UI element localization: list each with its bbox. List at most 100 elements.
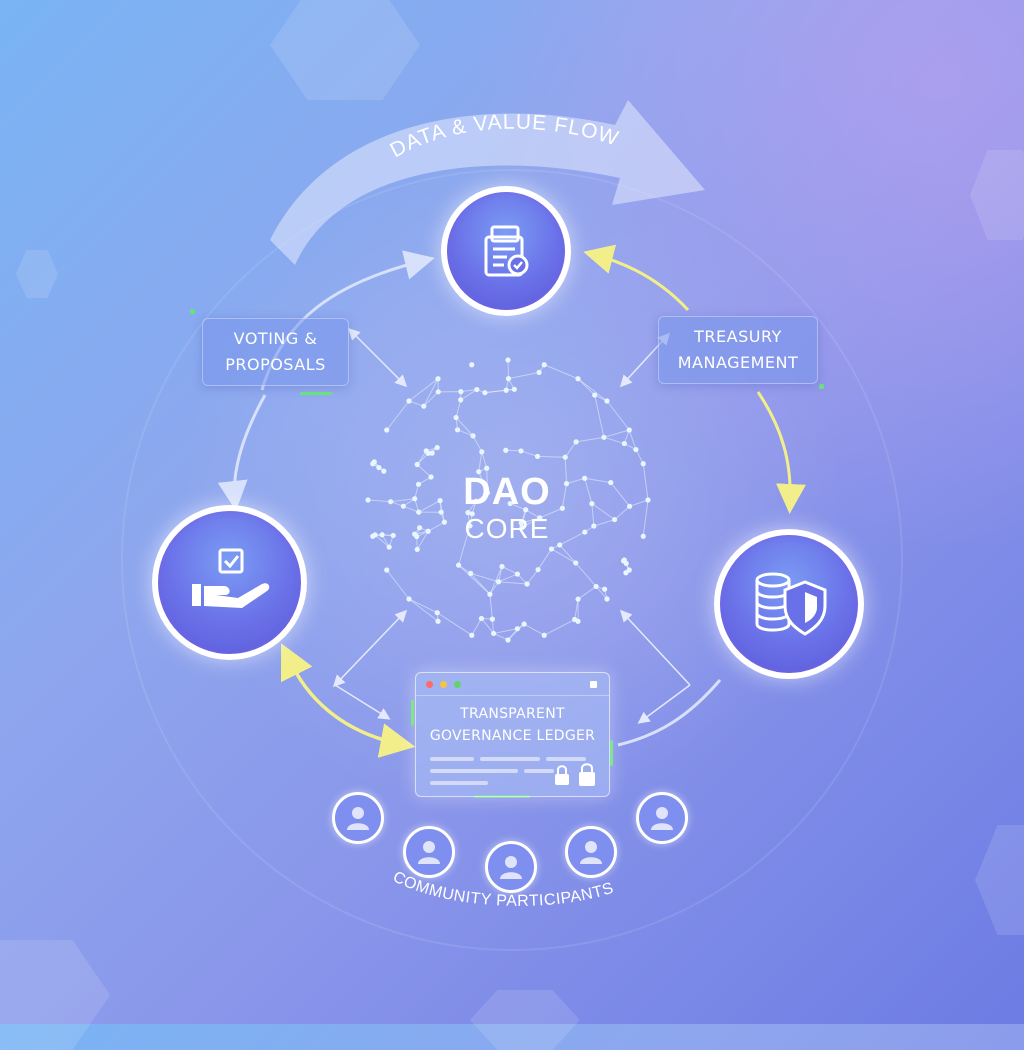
voting-label-line-2: PROPOSALS xyxy=(225,352,326,378)
window-dot-yellow xyxy=(440,681,447,688)
network-node xyxy=(469,362,474,367)
window-dot-red xyxy=(426,681,433,688)
treasury-management-label: TREASURY MANAGEMENT xyxy=(658,316,818,384)
network-link xyxy=(472,618,482,635)
network-link xyxy=(585,478,611,482)
treasury-label-line-1: TREASURY xyxy=(694,324,782,350)
participant-avatar[interactable] xyxy=(636,792,688,844)
network-link xyxy=(594,520,615,526)
network-link xyxy=(544,620,574,636)
network-node xyxy=(633,447,638,452)
network-node xyxy=(524,581,529,586)
network-node xyxy=(627,567,632,572)
network-node xyxy=(622,557,627,562)
network-node xyxy=(421,404,426,409)
lock-icon xyxy=(554,762,598,788)
network-link xyxy=(538,456,566,457)
network-node xyxy=(505,637,510,642)
network-node xyxy=(573,560,578,565)
network-link xyxy=(424,392,438,406)
network-node xyxy=(591,523,596,528)
participant-avatar[interactable] xyxy=(332,792,384,844)
network-node xyxy=(416,510,421,515)
network-link xyxy=(576,437,604,442)
network-node xyxy=(428,474,433,479)
network-link xyxy=(592,504,615,520)
network-node xyxy=(365,497,370,502)
network-node xyxy=(535,567,540,572)
network-node xyxy=(592,392,597,397)
network-link xyxy=(456,400,461,418)
ledger-record-line xyxy=(480,757,540,761)
network-node xyxy=(479,449,484,454)
network-node xyxy=(522,621,527,626)
network-link xyxy=(560,545,576,563)
network-link xyxy=(417,465,431,478)
ledger-record-line xyxy=(546,757,586,761)
network-link xyxy=(490,594,492,619)
network-node xyxy=(415,462,420,467)
network-link xyxy=(604,437,624,443)
network-node xyxy=(435,619,440,624)
network-node xyxy=(401,504,406,509)
user-icon xyxy=(343,803,373,833)
network-node xyxy=(491,631,496,636)
network-node xyxy=(414,534,419,539)
network-node xyxy=(542,633,547,638)
user-icon xyxy=(647,803,677,833)
ledger-title-line-1: TRANSPARENT xyxy=(416,703,609,725)
network-link xyxy=(565,442,576,457)
network-node xyxy=(416,482,421,487)
network-node xyxy=(456,563,461,568)
network-link xyxy=(643,500,648,536)
network-node xyxy=(381,469,386,474)
network-node xyxy=(627,427,632,432)
network-link xyxy=(409,599,438,621)
participant-avatar[interactable] xyxy=(485,841,537,893)
network-node xyxy=(512,387,517,392)
network-node xyxy=(506,376,511,381)
network-link xyxy=(607,401,629,430)
network-node xyxy=(604,596,609,601)
document-check-icon xyxy=(474,219,538,283)
network-link xyxy=(485,390,506,392)
network-node xyxy=(376,465,381,470)
network-node xyxy=(573,439,578,444)
network-node xyxy=(582,529,587,534)
network-node xyxy=(479,616,484,621)
participant-avatar[interactable] xyxy=(565,826,617,878)
network-link xyxy=(604,430,629,437)
node-document[interactable] xyxy=(441,186,571,316)
network-node xyxy=(453,415,458,420)
network-node xyxy=(482,390,487,395)
network-node xyxy=(391,533,396,538)
network-node xyxy=(487,592,492,597)
network-link xyxy=(611,483,630,507)
network-node xyxy=(602,587,607,592)
network-node xyxy=(435,610,440,615)
network-node xyxy=(515,626,520,631)
network-node xyxy=(575,376,580,381)
network-node xyxy=(436,389,441,394)
network-link xyxy=(419,501,440,513)
network-link xyxy=(479,452,482,472)
network-link xyxy=(508,624,524,640)
network-node xyxy=(426,529,431,534)
network-node xyxy=(535,454,540,459)
network-node xyxy=(575,619,580,624)
node-coins-shield[interactable] xyxy=(714,529,864,679)
network-node xyxy=(582,476,587,481)
network-link xyxy=(585,478,592,503)
network-link xyxy=(578,379,607,401)
network-node xyxy=(608,480,613,485)
node-hand-checkbox[interactable] xyxy=(152,505,307,660)
network-node xyxy=(424,448,429,453)
governance-ledger-window[interactable]: TRANSPARENT GOVERNANCE LEDGER xyxy=(415,672,610,797)
network-node xyxy=(435,376,440,381)
network-node xyxy=(641,461,646,466)
network-node xyxy=(469,633,474,638)
core-subtitle: CORE xyxy=(442,512,572,546)
network-link xyxy=(499,582,528,584)
network-node xyxy=(536,370,541,375)
participant-avatar[interactable] xyxy=(403,826,455,878)
